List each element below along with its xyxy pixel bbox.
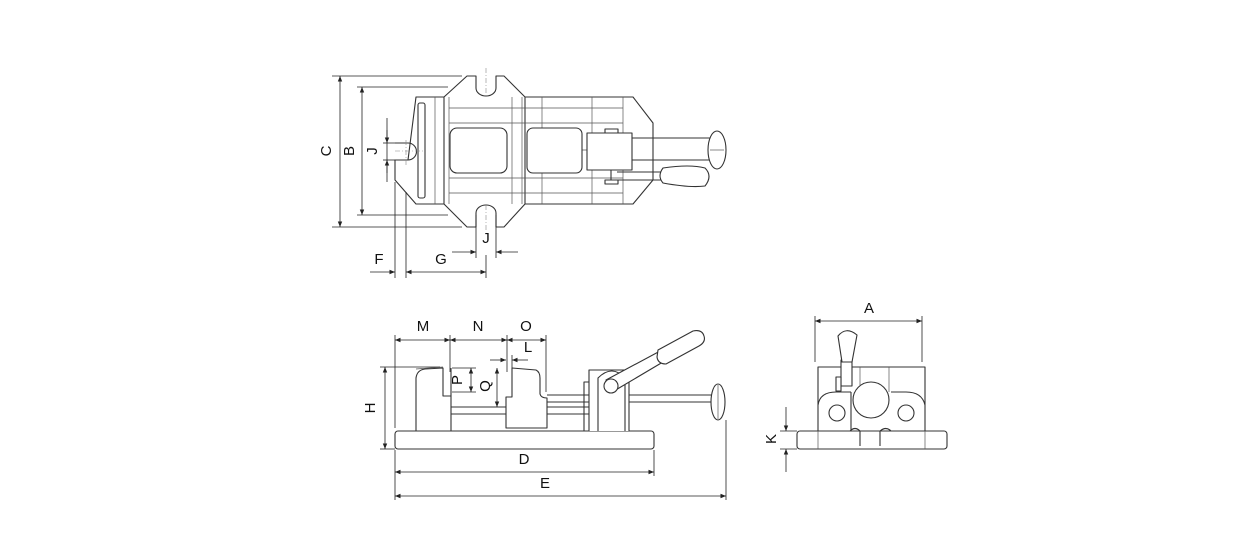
fixed-jaw (415, 367, 452, 431)
dim-A: A (814, 300, 923, 362)
svg-text:H: H (362, 403, 379, 414)
dim-G: G (406, 251, 487, 278)
dim-MNO: M N O (394, 318, 547, 428)
svg-text:D: D (519, 451, 530, 468)
dim-Q: Q (477, 368, 500, 407)
top-view: C B J F G (318, 68, 727, 278)
lever-grip (659, 165, 710, 188)
dim-E: E (395, 420, 727, 500)
dim-C: C (318, 75, 462, 228)
dim-D: D (394, 450, 655, 500)
end-base-plate (796, 430, 948, 450)
jaw-window (449, 127, 508, 174)
clamp-block (586, 132, 633, 171)
svg-text:P: P (449, 375, 466, 385)
movable-jaw (505, 367, 548, 429)
svg-text:F: F (374, 251, 383, 268)
svg-text:Q: Q (477, 380, 494, 392)
movable-jaw-plate (443, 75, 526, 228)
label-O: O (520, 318, 532, 335)
dim-L: L (490, 339, 532, 368)
svg-text:J: J (364, 147, 381, 155)
fixed-jaw-rail (417, 102, 426, 199)
handle-grip-end (837, 330, 858, 363)
svg-text:L: L (524, 339, 532, 356)
cam-pivot (603, 378, 619, 394)
svg-text:A: A (864, 300, 874, 317)
dim-J-slot: J (364, 118, 395, 182)
dim-F: F (370, 182, 407, 278)
dim-P: P (449, 367, 476, 393)
slide-window (526, 127, 583, 174)
label-N: N (473, 318, 484, 335)
svg-text:B: B (341, 146, 358, 156)
side-view: H M N O L P Q (362, 318, 727, 500)
mount-hole-left (828, 404, 846, 422)
svg-text:K: K (763, 434, 780, 444)
lever-pin (604, 179, 619, 185)
base-plate (394, 430, 655, 450)
screw-boss (852, 381, 890, 419)
handle-stem (840, 359, 853, 387)
svg-text:J: J (482, 230, 490, 247)
left-slot (395, 142, 417, 161)
label-M: M (417, 318, 430, 335)
end-bosses (817, 391, 926, 406)
lever-grip-side (656, 330, 705, 365)
svg-text:E: E (540, 475, 550, 492)
end-view: A K (763, 300, 948, 472)
svg-text:G: G (435, 251, 447, 268)
dim-B: B (341, 86, 448, 216)
dim-H: H (362, 366, 440, 450)
handle-pin (835, 376, 842, 392)
end-body (817, 366, 926, 431)
dim-J-jaw: J (452, 215, 518, 258)
svg-text:C: C (318, 145, 335, 156)
dim-K: K (763, 407, 797, 472)
clamp-pin-top (604, 128, 619, 134)
mount-hole-right (897, 404, 915, 422)
